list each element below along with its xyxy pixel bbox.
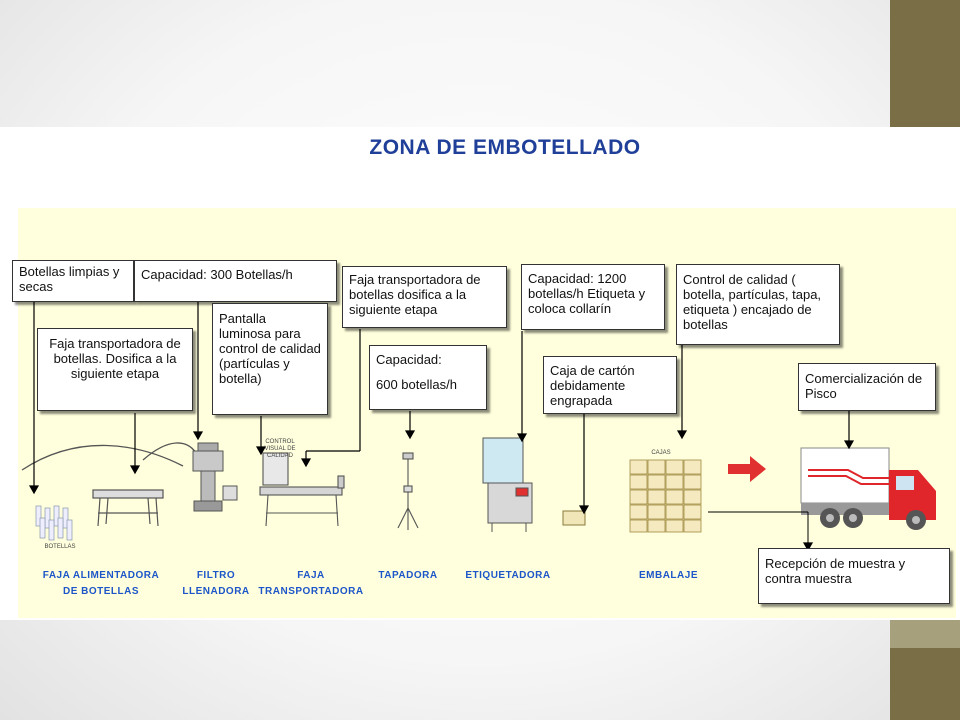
red-arrow-icon	[728, 456, 766, 482]
note-control-calidad: Control de calidad ( botella, partículas…	[676, 264, 840, 345]
stage-tapadora-line1: TAPADORA	[378, 570, 438, 581]
feeder-curve-2	[142, 442, 199, 461]
visual-control-caption: CONTROL VISUAL DE CALIDAD	[264, 439, 296, 459]
note-pantalla-luminosa: Pantalla luminosa para control de calida…	[212, 303, 328, 415]
slide-title: ZONA DE EMBOTELLADO	[369, 136, 641, 159]
stage-faja-transportadora: FAJA TRANSPORTADORA	[256, 568, 366, 600]
process-illustration	[21, 300, 936, 552]
stage-filtro-llenadora: FILTRO LLENADORA	[176, 568, 256, 600]
stage-filtro-llenadora-line1: FILTRO	[196, 570, 236, 581]
truck-icon	[800, 447, 936, 530]
cardboard-box-icon	[562, 510, 586, 526]
stage-faja-transportadora-line1: FAJA	[297, 570, 325, 581]
bottles-icon	[35, 505, 73, 541]
feeder-curve	[21, 444, 184, 471]
decor-bar-middle	[890, 620, 960, 648]
stage-etiquetadora: ETIQUETADORA	[458, 568, 558, 584]
stage-embalaje: EMBALAJE	[626, 568, 711, 584]
quality-control-conveyor-icon	[259, 452, 345, 527]
stage-tapadora: TAPADORA	[368, 568, 448, 584]
note-capacidad-600: Capacidad: 600 botellas/h	[369, 345, 487, 410]
stage-faja-alimentadora: FAJA ALIMENTADORA DE BOTELLAS	[31, 568, 171, 600]
boxes-caption: CAJAS	[651, 450, 671, 456]
note-comercializacion: Comercialización de Pisco	[798, 363, 936, 411]
note-faja-transportadora-1: Faja transportadora de botellas. Dosific…	[37, 328, 193, 411]
note-capacidad-600-label: Capacidad:	[376, 352, 442, 367]
labeling-machine-icon	[482, 437, 533, 532]
note-botellas-limpias: Botellas limpias y secas	[12, 260, 134, 302]
stage-filtro-llenadora-line2: LLENADORA	[182, 586, 250, 597]
decor-bar-top	[890, 0, 960, 127]
note-caja-carton: Caja de cartón debidamente engrapada	[543, 356, 677, 414]
process-diagram: BOTELLAS CONTROL VISUAL DE CALIDAD CAJAS…	[12, 208, 956, 618]
note-capacidad-600-value: 600 botellas/h	[376, 377, 457, 392]
packing-boxes-icon	[629, 459, 702, 533]
capping-machine-icon	[397, 452, 419, 530]
bottles-caption: BOTELLAS	[44, 544, 76, 550]
stage-embalaje-line1: EMBALAJE	[638, 570, 698, 581]
stage-etiquetadora-line1: ETIQUETADORA	[465, 570, 551, 581]
stage-faja-transportadora-line2: TRANSPORTADORA	[258, 586, 364, 597]
stage-faja-alimentadora-line1: FAJA ALIMENTADORA	[42, 570, 160, 581]
decor-bar-bottom	[890, 648, 960, 720]
note-faja-transportadora-2: Faja transportadora de botellas dosifica…	[342, 266, 507, 328]
pointer-lines	[28, 300, 855, 552]
note-recepcion-muestra: Recepción de muestra y contra muestra	[758, 548, 950, 604]
stage-faja-alimentadora-line2: DE BOTELLAS	[62, 586, 140, 597]
note-capacidad-300: Capacidad: 300 Botellas/h	[134, 260, 337, 302]
note-capacidad-1200: Capacidad: 1200 botellas/h Etiqueta y co…	[521, 264, 665, 330]
feeder-conveyor-icon	[92, 489, 164, 527]
filler-machine-icon	[192, 442, 238, 512]
